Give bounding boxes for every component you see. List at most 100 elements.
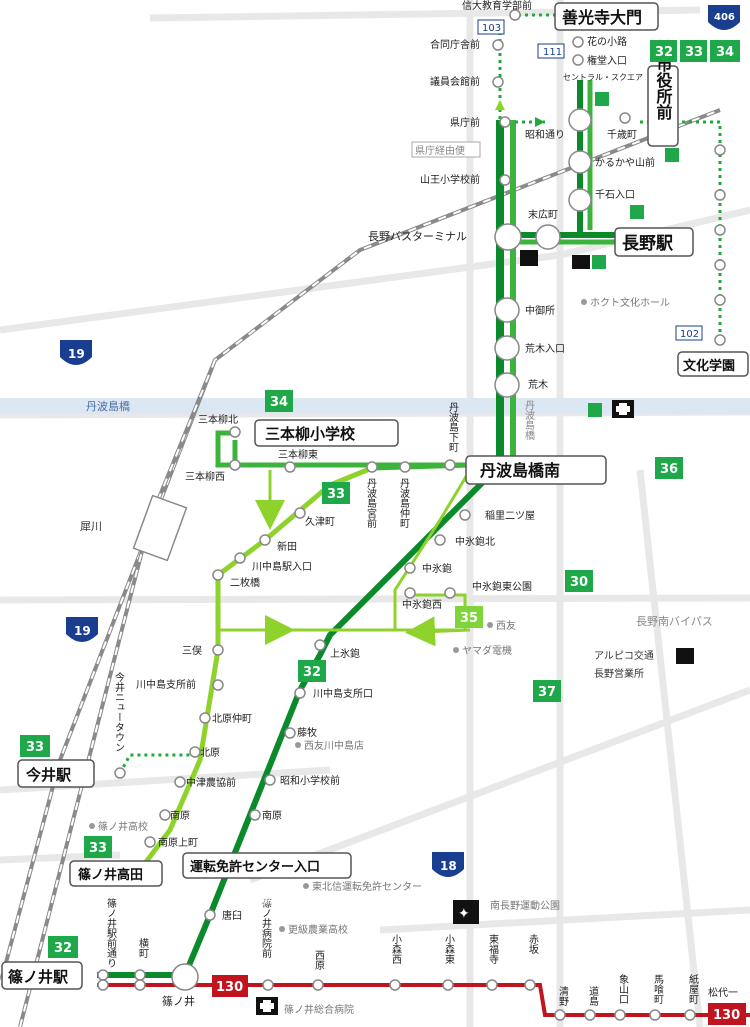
svg-text:象山口: 象山口 <box>617 974 629 1004</box>
svg-text:33: 33 <box>327 487 345 502</box>
svg-text:道島: 道島 <box>587 985 599 1007</box>
arrow-icon <box>495 100 505 110</box>
menkyo-label: 運転免許センター入口 <box>190 859 320 875</box>
svg-text:昭和小学校前: 昭和小学校前 <box>280 774 340 787</box>
bunka-label: 文化学園 <box>683 358 735 374</box>
svg-text:篠ノ井東: 篠ノ井東 <box>262 894 302 907</box>
svg-text:32: 32 <box>655 45 673 60</box>
shinonoi-eki-label: 篠ノ井駅 <box>8 968 69 986</box>
svg-text:32: 32 <box>54 941 72 956</box>
svg-text:長野南バイパス: 長野南バイパス <box>636 615 713 628</box>
stops <box>97 9 726 1021</box>
service-labels: 県庁経由便 長野南バイパス 篠ノ井東 <box>262 141 713 907</box>
svg-text:花の小路: 花の小路 <box>587 35 627 48</box>
svg-text:篠ノ井: 篠ノ井 <box>162 994 195 1008</box>
svg-text:合同庁舎前: 合同庁舎前 <box>430 38 480 51</box>
svg-text:川中島支所口: 川中島支所口 <box>313 687 373 700</box>
shiyakusho-label: 市役所前 <box>654 55 673 121</box>
stop-labels: 信大教育学部前 花の小路 権堂入口 セントラル・スクエア 合同庁舎前 議員会館前… <box>136 0 738 1008</box>
ticket-icon <box>630 205 644 219</box>
icons: ✦ <box>256 92 694 1015</box>
svg-text:中津農協前: 中津農協前 <box>186 776 236 789</box>
svg-text:丹波島仲町: 丹波島仲町 <box>398 478 410 528</box>
svg-text:川中島駅入口: 川中島駅入口 <box>252 560 312 573</box>
major-stop-labels: 善光寺大門 市役所前 長野駅 文化学園 三本柳小学校 丹波島橋南 今井駅 篠ノ井… <box>1 2 749 990</box>
svg-text:稲里二ツ屋: 稲里二ツ屋 <box>485 510 535 522</box>
svg-text:信大教育学部前: 信大教育学部前 <box>462 0 532 12</box>
svg-text:アルピコ交通: アルピコ交通 <box>594 649 654 662</box>
svg-text:県庁前: 県庁前 <box>450 116 480 129</box>
svg-text:長野バスターミナル: 長野バスターミナル <box>368 230 467 243</box>
svg-text:西友: 西友 <box>496 619 516 632</box>
restroom-icon <box>676 648 694 664</box>
svg-text:かるかや山前: かるかや山前 <box>595 156 655 169</box>
svg-text:今井ニュータウン: 今井ニュータウン <box>113 671 125 752</box>
restroom-icon <box>520 250 538 266</box>
svg-text:千石入口: 千石入口 <box>595 189 635 201</box>
svg-text:三俣: 三俣 <box>182 644 202 657</box>
svg-text:18: 18 <box>440 859 457 873</box>
shinonoi-takada-label: 篠ノ井高田 <box>78 867 143 883</box>
svg-text:三本柳東: 三本柳東 <box>278 448 318 461</box>
svg-text:東北信運転免許センター: 東北信運転免許センター <box>312 880 422 893</box>
hospital-icon <box>612 400 634 418</box>
svg-text:赤坂: 赤坂 <box>527 934 539 955</box>
road-shields: 406 19 19 18 <box>60 5 740 877</box>
route-badges: 32 33 34 34 33 36 30 35 32 37 33 33 32 1… <box>20 40 746 1025</box>
svg-text:33: 33 <box>685 45 703 60</box>
svg-text:三本柳西: 三本柳西 <box>185 470 225 483</box>
svg-text:中御所: 中御所 <box>525 304 555 317</box>
svg-text:北原仲町: 北原仲町 <box>212 712 252 725</box>
stadium-icon: ✦ <box>453 900 479 924</box>
svg-text:130: 130 <box>713 1008 740 1023</box>
svg-text:二枚橋: 二枚橋 <box>230 576 260 589</box>
svg-text:ホクト文化ホール: ホクト文化ホール <box>590 296 670 309</box>
svg-text:ヤマダ電機: ヤマダ電機 <box>462 644 512 657</box>
svg-text:小森東: 小森東 <box>443 934 455 965</box>
svg-text:中氷鉋北: 中氷鉋北 <box>455 535 495 548</box>
ticket-icon <box>665 148 679 162</box>
svg-text:紙屋町: 紙屋町 <box>687 973 699 1004</box>
svg-text:松代一: 松代一 <box>708 986 738 999</box>
svg-text:35: 35 <box>460 611 478 626</box>
svg-text:33: 33 <box>89 841 107 856</box>
svg-text:藤牧: 藤牧 <box>297 726 317 739</box>
svg-text:長野営業所: 長野営業所 <box>594 667 644 680</box>
ticket-icon <box>595 92 609 106</box>
svg-text:川中島支所前: 川中島支所前 <box>136 678 196 691</box>
svg-text:篠ノ井病院前: 篠ノ井病院前 <box>260 897 272 959</box>
svg-text:102: 102 <box>680 329 699 340</box>
svg-text:丹波島下町: 丹波島下町 <box>447 402 459 452</box>
restroom-icon <box>572 255 590 269</box>
svg-text:36: 36 <box>660 462 678 477</box>
ticket-icon <box>592 255 606 269</box>
river: 丹波島橋 <box>0 398 750 414</box>
svg-text:406: 406 <box>714 12 735 23</box>
zenkoji-label: 善光寺大門 <box>562 8 642 27</box>
svg-text:唐臼: 唐臼 <box>222 909 242 922</box>
svg-text:山王小学校前: 山王小学校前 <box>420 173 480 186</box>
svg-text:末広町: 末広町 <box>528 208 558 221</box>
svg-text:権堂入口: 権堂入口 <box>587 54 627 67</box>
tanbajima-label: 丹波島橋南 <box>480 461 560 480</box>
svg-text:荒木入口: 荒木入口 <box>525 343 565 355</box>
svg-text:34: 34 <box>716 45 734 60</box>
svg-text:東福寺: 東福寺 <box>487 933 499 964</box>
svg-text:中氷鉋西: 中氷鉋西 <box>402 598 442 611</box>
svg-text:久津町: 久津町 <box>305 516 335 528</box>
svg-text:新田: 新田 <box>277 540 297 553</box>
svg-text:南原: 南原 <box>262 809 282 822</box>
svg-text:111: 111 <box>543 47 562 58</box>
svg-text:議員会館前: 議員会館前 <box>430 75 480 88</box>
svg-text:中氷鉋: 中氷鉋 <box>422 562 452 575</box>
river-label: 丹波島橋 <box>86 399 130 413</box>
svg-text:32: 32 <box>303 665 321 680</box>
svg-text:中氷鉋東公園: 中氷鉋東公園 <box>472 580 532 593</box>
hospital-icon <box>256 997 278 1015</box>
svg-text:馬喰町: 馬喰町 <box>652 974 664 1004</box>
svg-text:130: 130 <box>216 980 243 995</box>
svg-text:丹波島橋: 丹波島橋 <box>523 400 535 441</box>
ticket-icon <box>588 403 602 417</box>
svg-text:19: 19 <box>68 347 85 361</box>
